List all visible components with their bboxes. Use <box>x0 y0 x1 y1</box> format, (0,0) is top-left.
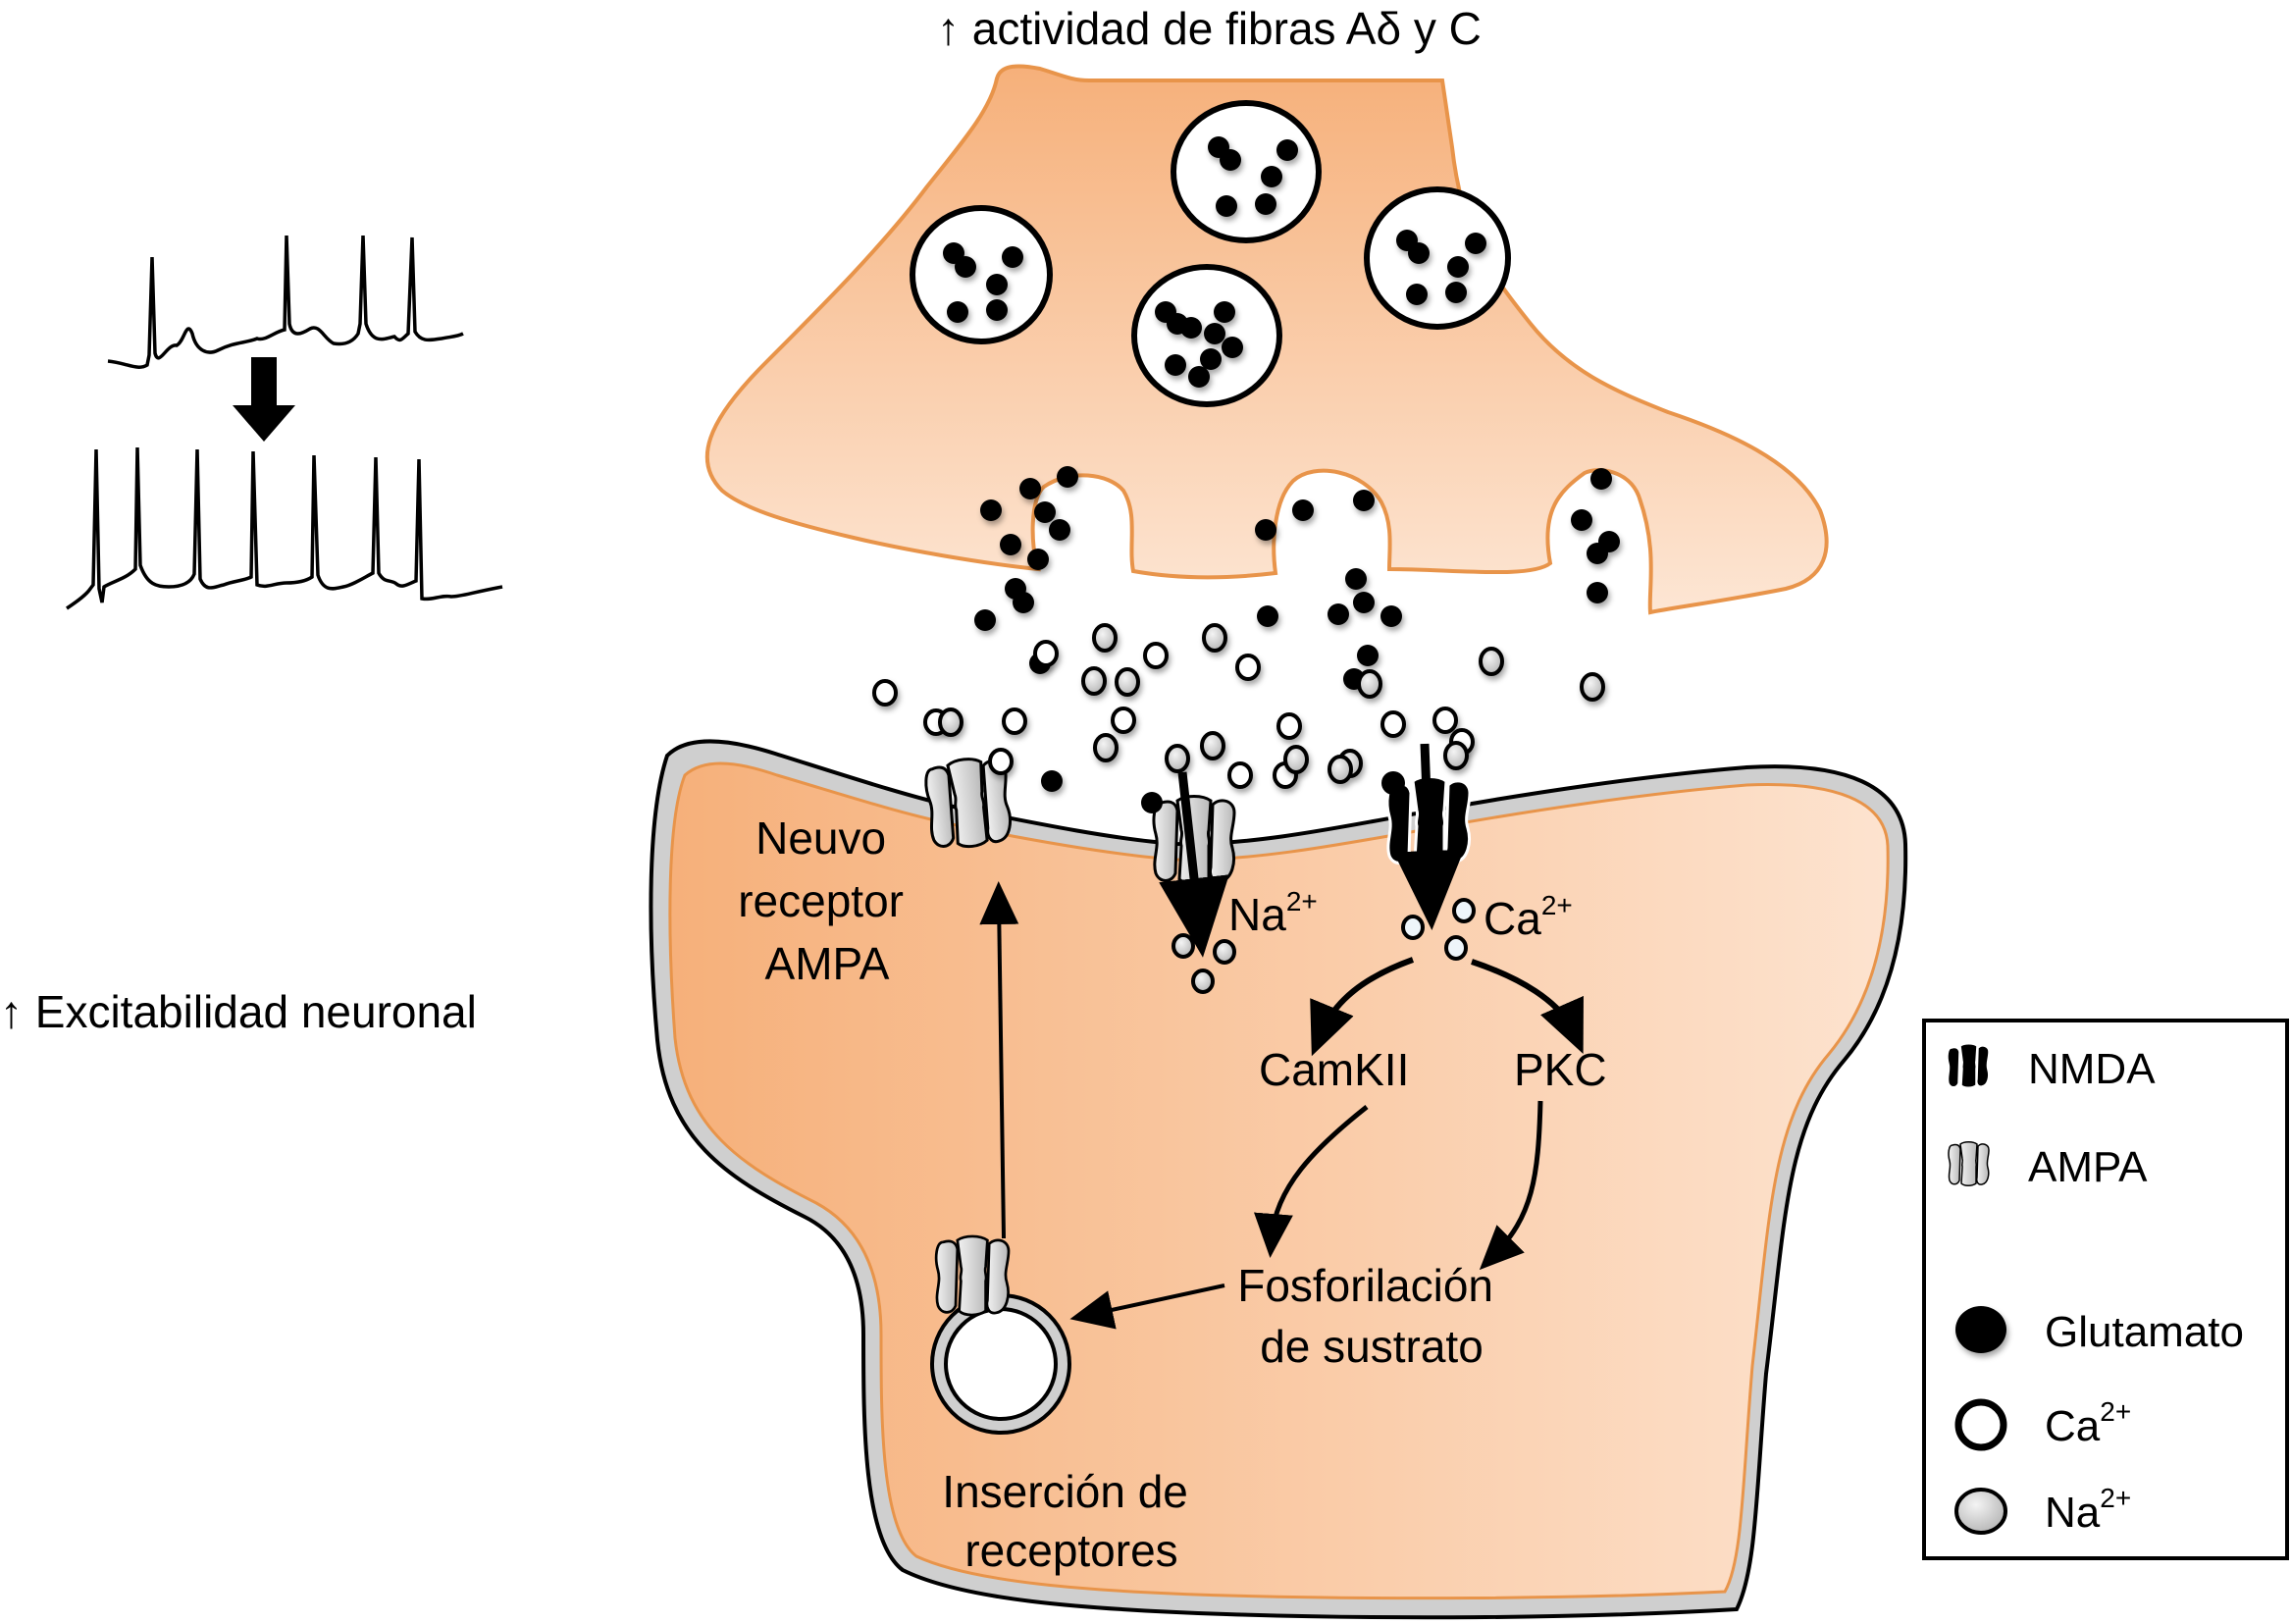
synaptic-vesicle <box>1131 264 1282 407</box>
arrow-ca-to-camkii <box>1310 957 1415 1057</box>
cleft-sodium <box>938 623 1605 784</box>
pkc-label: PKC <box>1514 1044 1607 1095</box>
legend-item-calcium: Ca2+ <box>1954 1396 2131 1451</box>
phosphorylation-label: Fosforilación de sustrato <box>1237 1260 1506 1372</box>
receptor-insertion-label: Inserción de receptores <box>942 1466 1200 1576</box>
arrow-vesicle-to-membrane <box>979 881 1019 1239</box>
svg-text:Glutamato: Glutamato <box>2045 1308 2244 1356</box>
legend: NMDA AMPA Glutamato Ca2+ Na2+ <box>1922 1019 2289 1560</box>
sodium-ion-icon <box>1954 1488 2007 1535</box>
new-ampa-receptor-label: Neuvo receptor AMPA <box>738 812 916 989</box>
legend-item-ampa: AMPA <box>1948 1141 2148 1191</box>
synaptic-vesicle <box>1364 186 1511 330</box>
trace-after <box>66 446 503 610</box>
cleft-glutamate <box>974 466 1620 792</box>
calcium-influx-arrow <box>1393 743 1465 930</box>
synaptic-vesicle <box>910 205 1053 344</box>
sodium-influx-arrow <box>1159 771 1229 958</box>
legend-item-nmda: NMDA <box>1947 1043 2156 1093</box>
svg-text:Na2+: Na2+ <box>2045 1483 2131 1537</box>
postsynaptic-neuron <box>649 739 1908 1620</box>
arrow-pkc-to-phosphorylation <box>1479 1100 1543 1271</box>
left-label-neuronal-excitability: ↑ Excitabilidad neuronal <box>0 986 477 1037</box>
legend-item-glutamate: Glutamato <box>1955 1306 2244 1356</box>
ampa-receptor-icon <box>1948 1141 1990 1186</box>
synaptic-vesicles <box>910 100 1511 407</box>
intracellular-calcium <box>1401 898 1476 961</box>
nmda-receptor-icon <box>1947 1043 1990 1088</box>
bound-glutamate <box>1141 771 1405 813</box>
calcium-ion-icon <box>1954 1398 2007 1451</box>
glutamate-icon <box>1955 1306 2006 1353</box>
camkii-label: CamKII <box>1259 1044 1409 1095</box>
legend-item-sodium: Na2+ <box>1954 1483 2131 1537</box>
top-label-fiber-activity: ↑ actividad de fibras Aδ y C <box>937 3 1482 54</box>
intracellular-sodium <box>1172 933 1236 994</box>
arrow-camkii-to-phosphorylation <box>1253 1105 1369 1258</box>
arrow-ca-to-pkc <box>1471 959 1584 1054</box>
sodium-label: Na2+ <box>1228 886 1318 940</box>
trace-before <box>107 235 464 369</box>
synaptic-vesicle <box>1171 100 1322 243</box>
arrow-phosphorylation-to-vesicle <box>1069 1283 1225 1330</box>
cleft-calcium <box>872 640 1475 789</box>
calcium-label: Ca2+ <box>1484 890 1573 944</box>
svg-text:NMDA: NMDA <box>2028 1045 2156 1093</box>
svg-text:AMPA: AMPA <box>2028 1143 2148 1191</box>
svg-text:Ca2+: Ca2+ <box>2045 1396 2131 1450</box>
down-arrow-icon <box>233 357 295 442</box>
receptor-vesicle <box>930 1234 1071 1435</box>
